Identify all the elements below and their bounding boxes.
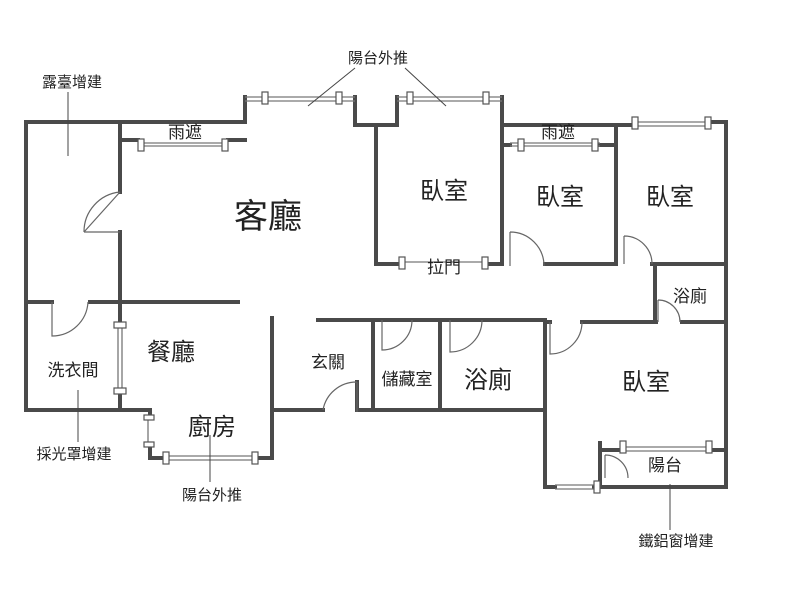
terrace-addition-note: 露臺增建	[42, 73, 102, 91]
canopy-label-left: 雨遮	[168, 123, 202, 143]
aluminum-window-addition-note: 鐵鋁窗增建	[638, 532, 713, 550]
sliding-door-label: 拉門	[427, 258, 461, 278]
windows	[113, 91, 713, 494]
bedroom-label-1: 臥室	[420, 177, 468, 205]
leader-lines	[67, 67, 671, 530]
bathroom-label-1: 浴廁	[464, 366, 512, 394]
walls	[24, 95, 728, 489]
canopy-label-right: 雨遮	[541, 123, 575, 143]
balcony-label: 陽台	[648, 456, 682, 476]
entrance-label: 玄關	[311, 353, 345, 373]
balcony-extension-top-note: 陽台外推	[348, 49, 408, 67]
skylight-addition-note: 採光罩增建	[36, 445, 111, 463]
doors	[51, 191, 681, 479]
bedroom-label-3: 臥室	[646, 183, 694, 211]
dining-room-label: 餐廳	[147, 338, 195, 366]
annotations: 陽台外推 露臺增建 採光罩增建 陽台外推 鐵鋁窗增建	[36, 49, 713, 550]
storage-label: 儲藏室	[382, 370, 433, 390]
laundry-label: 洗衣間	[48, 361, 99, 381]
balcony-extension-bottom-note: 陽台外推	[182, 486, 242, 504]
room-labels: 客廳 臥室 臥室 臥室 臥室 餐廳 廚房 洗衣間 玄關 儲藏室 浴廁 浴廁 陽台…	[48, 123, 708, 476]
living-room-label: 客廳	[234, 197, 302, 237]
kitchen-label: 廚房	[188, 413, 236, 441]
bedroom-label-2: 臥室	[536, 183, 584, 211]
bedroom-label-4: 臥室	[622, 368, 670, 396]
bathroom-label-2: 浴廁	[673, 286, 707, 307]
